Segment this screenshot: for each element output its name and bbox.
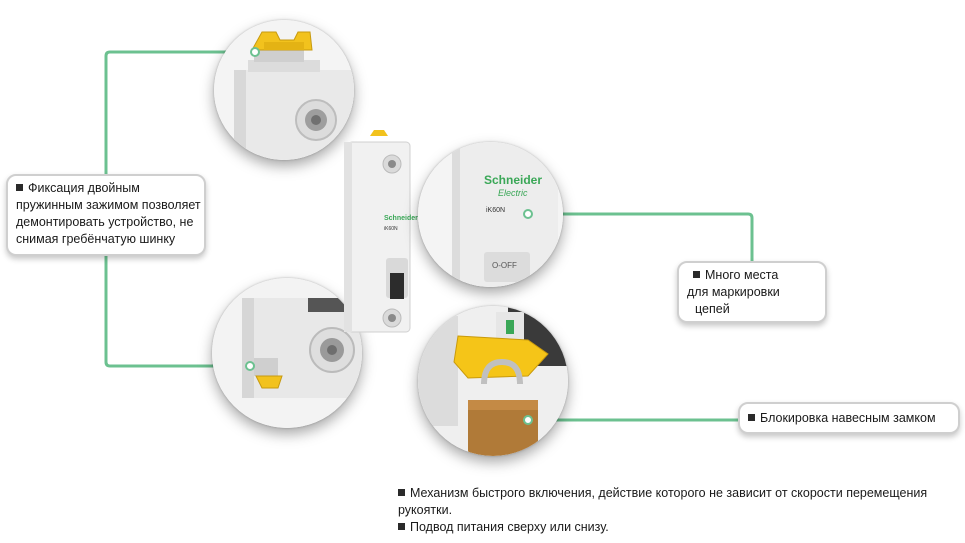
bullet-square-icon	[748, 414, 755, 421]
callout-marking-line-3: цепей	[695, 302, 730, 316]
feature-bullets: Механизм быстрого включения, действие ко…	[398, 485, 938, 536]
bullet-square-icon	[16, 184, 23, 191]
connector-top-left	[104, 50, 255, 176]
callout-fixation-line-4: снимая гребёнчатую шинку	[16, 232, 176, 246]
callout-marking: Много места для маркировки цепей	[677, 261, 827, 323]
connector-bottom-left	[104, 256, 250, 368]
bullet-square-icon	[398, 489, 405, 496]
callout-fixation-line-2: пружинным зажимом позволяет	[16, 198, 201, 212]
callout-padlock: Блокировка навесным замком	[738, 402, 960, 434]
detail-padlock	[418, 306, 568, 456]
callout-marking-line-2: для маркировки	[687, 285, 780, 299]
callout-fixation: Фиксация двойным пружинным зажимом позво…	[6, 174, 206, 256]
connector-dot-padlock	[523, 415, 533, 425]
connector-dot-marking	[523, 209, 533, 219]
bullet-square-icon	[693, 271, 700, 278]
bullet-square-icon	[398, 523, 405, 530]
callout-marking-line-1: Много места	[705, 268, 779, 282]
model-label: iK60N	[486, 207, 505, 214]
brand-top: Schneider	[484, 173, 542, 187]
feature-bullet-1: Механизм быстрого включения, действие ко…	[398, 486, 928, 517]
feature-bullet-2: Подвод питания сверху или снизу.	[398, 519, 938, 536]
detail-top-clamp	[214, 20, 354, 160]
detail-bottom-clamp	[212, 278, 362, 428]
switch-label: O-OFF	[492, 261, 517, 270]
callout-fixation-line-1: Фиксация двойным	[28, 181, 140, 195]
body-brand: Schneider	[384, 215, 418, 222]
breaker-product-image: Schneider iK60N	[340, 128, 422, 343]
connector-dot-bottom	[245, 361, 255, 371]
body-model: iK60N	[384, 226, 398, 232]
detail-marking-area: Schneider Electric iK60N O-OFF	[418, 142, 563, 287]
connector-dot-top	[250, 47, 260, 57]
brand-bottom: Electric	[498, 188, 528, 198]
callout-padlock-line-1: Блокировка навесным замком	[760, 411, 936, 425]
callout-fixation-line-3: демонтировать устройство, не	[16, 215, 194, 229]
connector-marking	[530, 212, 754, 262]
